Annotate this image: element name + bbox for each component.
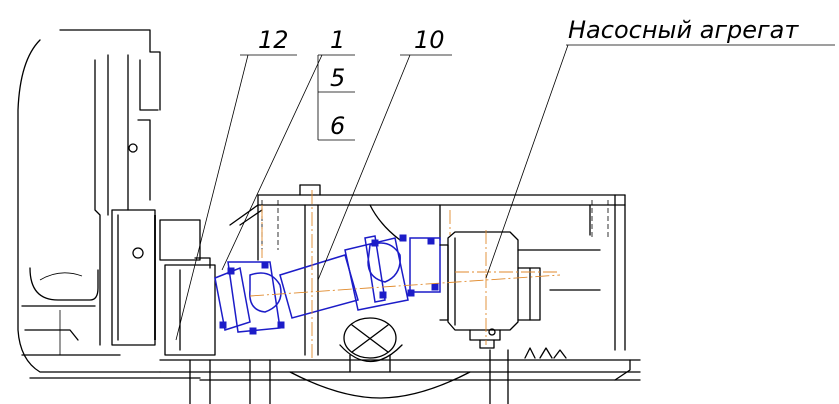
- label-5: 5: [330, 64, 345, 92]
- valve-cover: [339, 317, 403, 373]
- label-6: 6: [330, 112, 345, 140]
- base-frame: [159, 349, 641, 404]
- label-pump-unit: Насосный агрегат: [568, 16, 799, 44]
- label-1: 1: [330, 26, 345, 54]
- leader-12: [175, 54, 297, 341]
- fasteners-right: [524, 347, 567, 359]
- leader-1: [221, 54, 355, 271]
- label-10: 10: [414, 26, 445, 54]
- leader-pump: [485, 44, 835, 279]
- leader-5-6: [317, 55, 355, 141]
- cardan-shaft: [214, 234, 441, 335]
- cab-structure: [17, 29, 201, 379]
- centerlines: [249, 190, 561, 360]
- leader-lines: [175, 44, 835, 341]
- pump-unit: [439, 231, 541, 349]
- label-12: 12: [258, 26, 289, 54]
- support-block: [159, 219, 216, 356]
- leader-10: [317, 54, 452, 281]
- pump-frame: [229, 184, 626, 356]
